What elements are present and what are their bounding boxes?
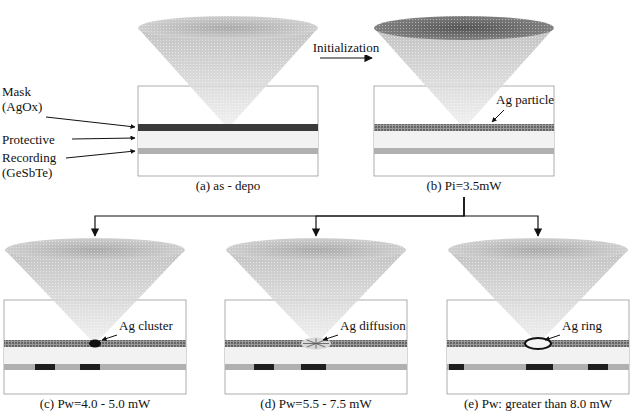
mask-layer: [4, 340, 186, 347]
leader-line: [66, 151, 135, 158]
edge-label: Initialization: [311, 40, 381, 55]
recording-layer: [138, 148, 318, 154]
recorded-mark: [588, 364, 608, 370]
laser-cone: [448, 250, 628, 340]
recording-layer: [374, 148, 554, 154]
panel-illustration: [4, 238, 186, 394]
leader-line: [323, 335, 338, 340]
panel-illustration: [447, 238, 629, 394]
laser-cone: [374, 28, 554, 124]
effect-label: Ag ring: [562, 318, 628, 333]
lens-texture: [138, 16, 318, 40]
laser-cone-texture: [226, 250, 406, 340]
laser-cone-texture: [374, 28, 554, 124]
laser-cone-texture: [448, 250, 628, 340]
layer-label: Mask (AgOx): [2, 84, 60, 114]
diffusion-ray: [307, 340, 316, 344]
stage-panel: (a) as - depo: [138, 14, 318, 195]
recorded-mark: [35, 364, 55, 370]
recorded-mark: [254, 364, 274, 370]
effect-label: Ag diffusion: [340, 318, 406, 333]
panel-caption: (a) as - depo: [138, 178, 318, 193]
process-arrow: [316, 197, 464, 236]
mask-layer: [138, 124, 318, 131]
recording-layer: [447, 364, 629, 370]
leader-line: [492, 110, 504, 122]
objective-lens: [448, 238, 628, 262]
panel-caption: (b) Pi=3.5mW: [374, 178, 554, 193]
recording-layer: [4, 364, 186, 370]
recorded-mark: [526, 364, 553, 370]
diffusion-ray: [316, 340, 325, 344]
protective-layer: [138, 131, 318, 148]
lens-texture: [448, 238, 628, 262]
panel-illustration: [138, 16, 318, 176]
leader-line: [46, 117, 135, 127]
recording-layer: [225, 364, 407, 370]
panel-illustration: [225, 238, 407, 394]
objective-lens: [5, 238, 185, 262]
protective-layer: [225, 347, 407, 364]
leader-line: [72, 138, 135, 139]
mask-layer: [374, 124, 554, 131]
panel-caption: (e) Pw: greater than 8.0 mW: [447, 396, 629, 411]
objective-lens: [138, 16, 318, 40]
laser-cone-texture: [5, 250, 185, 340]
laser-cone: [5, 250, 185, 340]
objective-lens: [374, 16, 554, 40]
process-arrow: [95, 197, 464, 236]
diffusion-ray: [307, 344, 316, 348]
diffusion-ray: [316, 344, 325, 348]
lens-texture: [374, 16, 554, 40]
panel-caption: (d) Pw=5.5 - 7.5 mW: [225, 396, 407, 411]
protective-layer: [4, 347, 186, 364]
layer-label: Recording (GeSbTe): [2, 150, 74, 180]
effect-label: Ag cluster: [119, 318, 185, 333]
leader-line: [545, 335, 560, 340]
recorded-mark: [301, 364, 326, 370]
lens-texture: [5, 238, 185, 262]
laser-cone-texture: [138, 28, 318, 124]
effect-label: Ag particle: [496, 92, 576, 107]
objective-lens: [226, 238, 406, 262]
lens-texture: [226, 238, 406, 262]
process-arrow: [464, 197, 538, 236]
diffusion-ray: [316, 344, 317, 349]
protective-layer: [374, 131, 554, 148]
ag-cluster-spot: [89, 340, 101, 348]
leader-line: [102, 335, 117, 340]
process-arrow: [320, 57, 372, 58]
laser-cone: [226, 250, 406, 340]
recorded-mark: [80, 364, 100, 370]
panel-caption: (c) Pw=4.0 - 5.0 mW: [4, 396, 186, 411]
recorded-mark: [449, 364, 464, 370]
diffusion-ray: [316, 339, 317, 344]
layer-label: Protective: [2, 132, 74, 147]
laser-cone: [138, 28, 318, 124]
